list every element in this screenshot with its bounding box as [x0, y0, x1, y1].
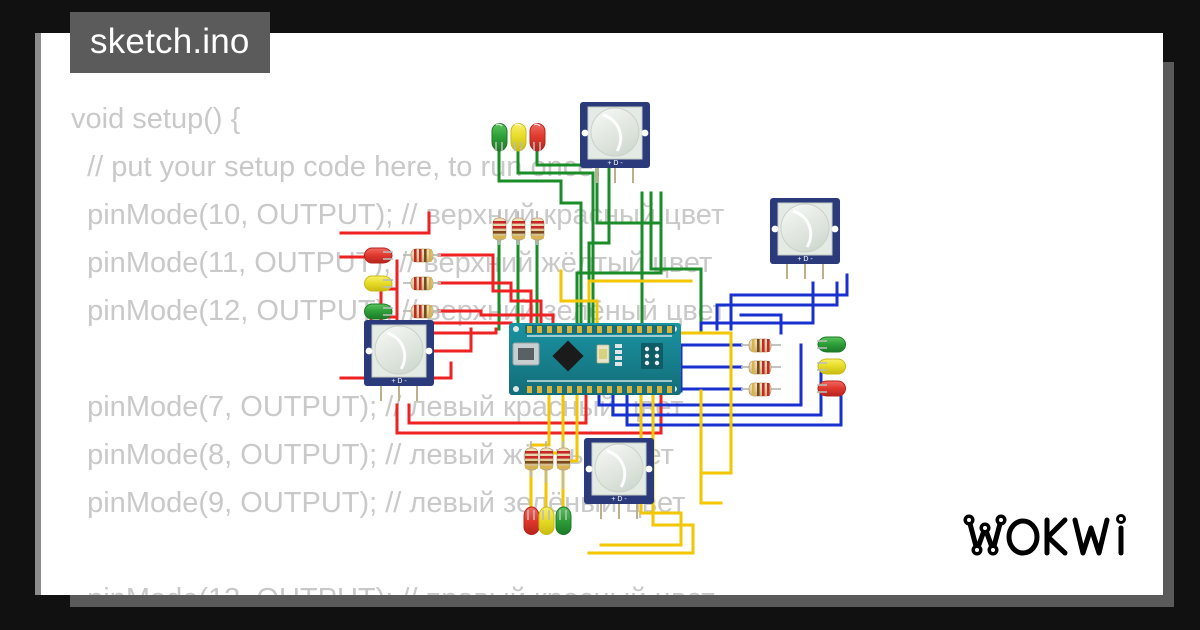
resistor[interactable]	[403, 304, 441, 319]
pir-sensor-bottom[interactable]: + D -	[584, 438, 654, 519]
sketch-card: void setup() { // put your setup code he…	[35, 33, 1163, 595]
led-red[interactable]	[529, 123, 546, 152]
led-red[interactable]	[817, 380, 846, 397]
led-group-left[interactable]	[364, 247, 394, 320]
resistor[interactable]	[524, 441, 539, 477]
resistor[interactable]	[530, 211, 545, 245]
resistor[interactable]	[741, 382, 781, 397]
board-bottom-pins[interactable]	[527, 386, 672, 393]
led-green[interactable]	[555, 506, 572, 535]
led-group-right[interactable]	[817, 336, 846, 397]
pir-pin-labels: + D -	[611, 496, 627, 503]
led-red[interactable]	[523, 506, 540, 535]
pir-pin-labels: + D -	[391, 378, 407, 385]
resistor[interactable]	[539, 441, 554, 483]
led-yellow[interactable]	[364, 275, 394, 292]
arduino-nano-board[interactable]	[509, 323, 681, 395]
wokwi-logo	[961, 510, 1141, 567]
pir-pin-labels: + D -	[797, 256, 813, 263]
resistor[interactable]	[403, 248, 441, 263]
resistor-group-top[interactable]	[492, 211, 545, 245]
resistor-group-right[interactable]	[741, 338, 781, 397]
led-yellow[interactable]	[817, 358, 846, 375]
resistor[interactable]	[511, 211, 526, 245]
led-group-top[interactable]	[491, 123, 546, 152]
pir-sensor-left[interactable]: + D -	[364, 320, 434, 401]
led-group-bottom[interactable]	[523, 506, 572, 535]
resistor-group-bottom[interactable]	[524, 441, 571, 489]
board-top-pins[interactable]	[527, 326, 672, 333]
wire-green-group	[497, 139, 703, 335]
led-yellow[interactable]	[510, 123, 527, 152]
led-yellow[interactable]	[538, 506, 555, 535]
file-tab-sketch-ino[interactable]: sketch.ino	[70, 12, 270, 73]
pir-pin-labels: + D -	[607, 160, 623, 167]
resistor[interactable]	[741, 338, 781, 353]
led-green[interactable]	[817, 336, 846, 353]
resistor[interactable]	[556, 441, 571, 489]
resistor[interactable]	[741, 360, 781, 375]
led-red[interactable]	[364, 247, 394, 264]
led-green[interactable]	[491, 123, 508, 152]
circuit-diagram[interactable]: + D - + D -	[41, 33, 1163, 595]
resistor-group-left[interactable]	[403, 248, 441, 319]
pir-sensor-top[interactable]: + D -	[580, 102, 650, 183]
resistor[interactable]	[403, 276, 441, 291]
led-green[interactable]	[364, 303, 394, 320]
pir-sensor-right[interactable]: + D -	[770, 198, 840, 279]
resistor[interactable]	[492, 211, 507, 245]
